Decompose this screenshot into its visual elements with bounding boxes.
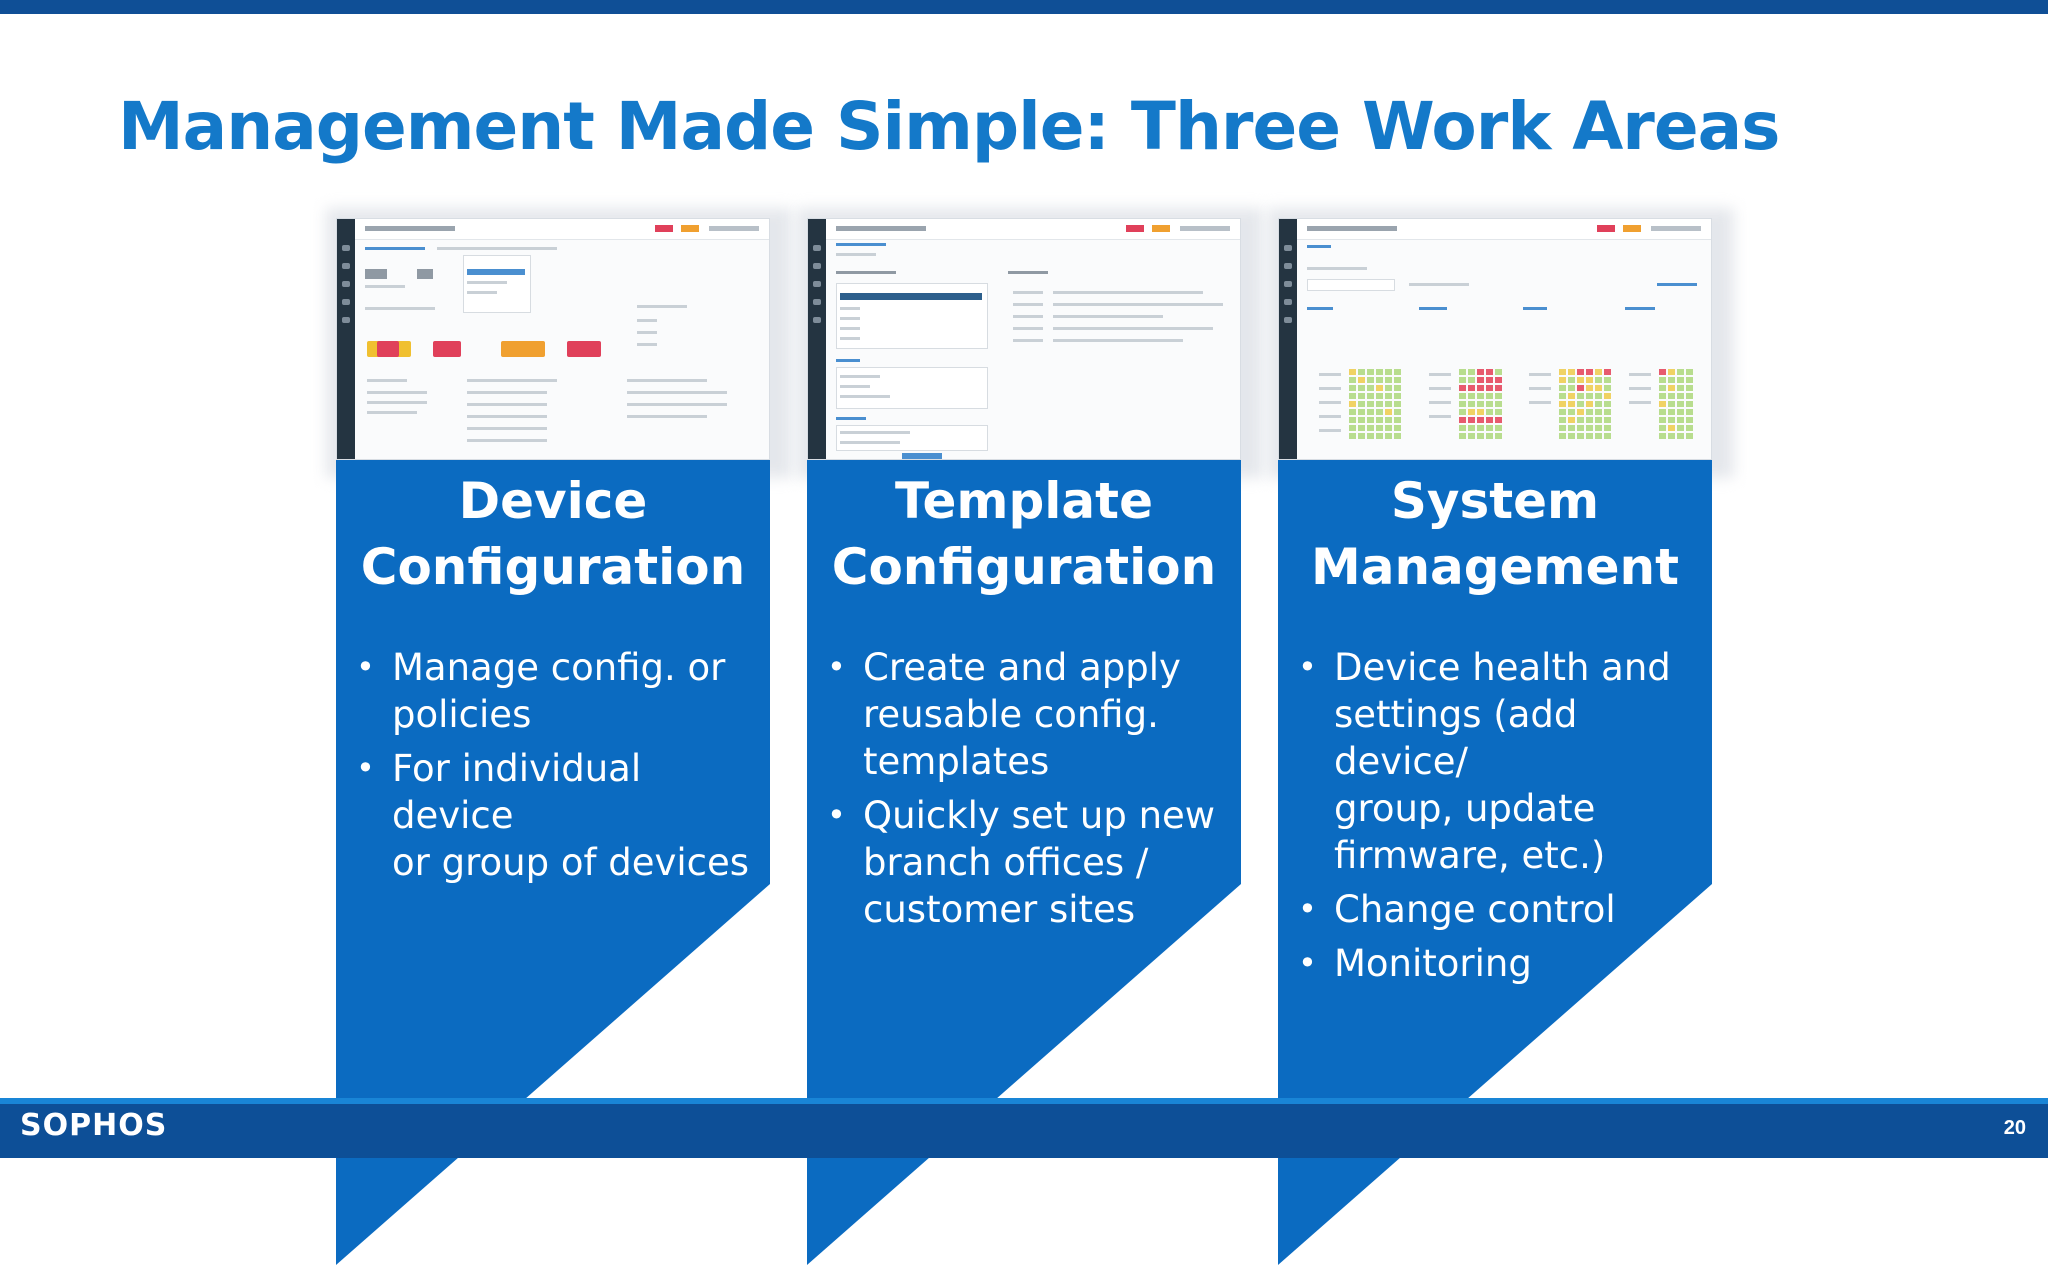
card-template-configuration: Template Configuration •Create and apply…	[797, 208, 1263, 1265]
footer-bar	[0, 1098, 2048, 1158]
device-configuration-screenshot	[336, 218, 770, 460]
card-title: Template Configuration	[831, 472, 1217, 596]
health-heatmap	[1459, 369, 1502, 439]
bullet-item: •Change control	[1298, 888, 1616, 931]
bullet-item: •Monitoring	[1298, 942, 1532, 985]
page-number: 20	[2003, 1117, 2026, 1139]
system-management-screenshot	[1278, 218, 1712, 460]
health-heatmap	[1349, 369, 1401, 439]
bullet-icon: •	[1298, 944, 1317, 982]
bullet-icon: •	[1298, 648, 1317, 686]
card-title: Device Configuration	[360, 472, 746, 596]
bullet-icon: •	[827, 796, 846, 834]
bullet-icon: •	[1298, 890, 1317, 928]
bullet-icon: •	[827, 648, 846, 686]
bullet-icon: •	[356, 648, 375, 686]
health-heatmap	[1559, 369, 1611, 439]
bullet-icon: •	[356, 749, 375, 787]
template-configuration-screenshot	[807, 218, 1241, 460]
card-title: System Management	[1310, 472, 1680, 596]
top-accent-bar	[0, 0, 2048, 14]
health-heatmap	[1659, 369, 1693, 439]
slide-title: Management Made Simple: Three Work Areas	[118, 88, 1780, 165]
sophos-logo: SOPHOS	[20, 1108, 168, 1143]
